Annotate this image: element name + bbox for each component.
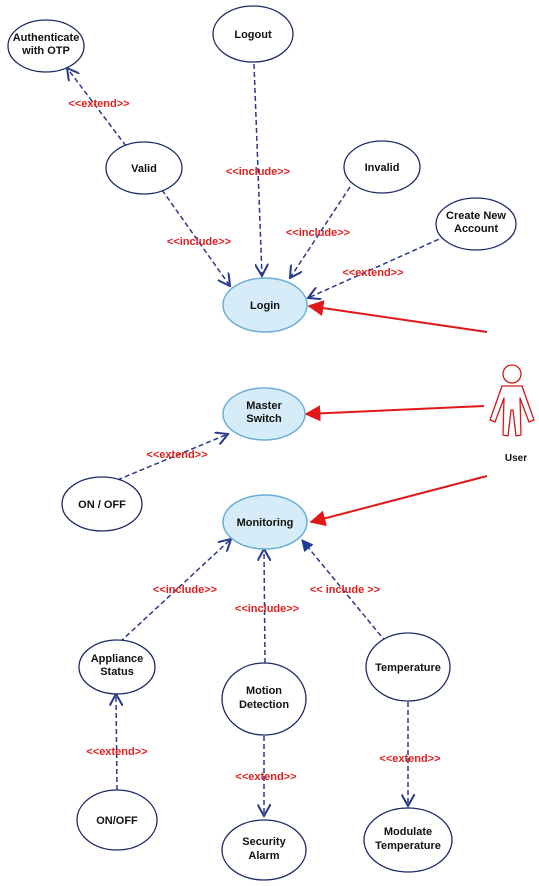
usecase-label-on-off-master: ON / OFF	[78, 499, 126, 511]
label-motion-alarm-extend: <<extend>>	[235, 771, 296, 783]
usecase-on-off-appliance[interactable]	[76, 789, 158, 851]
usecase-label-line: Account	[454, 223, 498, 235]
label-temperature-include: << include >>	[310, 584, 380, 596]
label-temperature-modulate-extend: <<extend>>	[379, 753, 440, 765]
label-appliance-include: <<include>>	[153, 584, 217, 596]
person-icon	[489, 364, 535, 437]
label-appliance-onoff-extend: <<extend>>	[86, 746, 147, 758]
usecase-logout[interactable]	[212, 5, 294, 63]
label-motion-include: <<include>>	[235, 603, 299, 615]
usecase-master-switch[interactable]	[222, 387, 306, 441]
edge-motion-monitoring	[264, 549, 265, 664]
usecase-label-on-off-appliance: ON/OFF	[96, 815, 138, 827]
edge-invalid-login	[290, 186, 351, 278]
label-valid-extend-otp: <<extend>>	[68, 98, 129, 110]
usecase-on-off-master[interactable]	[61, 476, 143, 532]
usecase-label-logout: Logout	[234, 29, 272, 41]
label-logout-include: <<include>>	[226, 166, 290, 178]
usecase-label-line: Switch	[246, 413, 282, 425]
usecase-label-line: Detection	[239, 699, 289, 711]
usecase-label-invalid: Invalid	[365, 162, 400, 174]
usecase-motion-detection[interactable]	[221, 662, 307, 736]
usecase-temperature[interactable]	[365, 632, 451, 702]
edge-temperature-monitoring	[301, 539, 387, 643]
edge-appliance-monitoring	[119, 539, 231, 643]
usecase-label-line: Alarm	[248, 850, 279, 862]
usecase-label-line: Create New	[446, 210, 506, 222]
usecase-label-line: Motion	[246, 685, 282, 697]
actor-user[interactable]: User	[489, 364, 535, 464]
association-user-master-switch	[304, 405, 485, 422]
association-user-monitoring	[309, 475, 488, 527]
usecase-label-line: Temperature	[375, 840, 441, 852]
edge-logout-login	[253, 63, 262, 276]
actor-label: User	[505, 453, 527, 464]
usecase-label-line: Appliance	[91, 653, 144, 665]
edge-valid-otp	[67, 68, 127, 147]
label-valid-include: <<include>>	[167, 236, 231, 248]
usecase-label-login: Login	[250, 300, 280, 312]
usecase-monitoring[interactable]	[222, 494, 308, 550]
usecase-label-line: with OTP	[21, 45, 70, 57]
usecase-modulate-temperature[interactable]	[363, 807, 453, 873]
usecase-login[interactable]	[222, 277, 308, 333]
usecase-label-line: Modulate	[384, 826, 432, 838]
usecase-appliance-status[interactable]	[78, 639, 156, 695]
usecase-label-line: Master	[246, 400, 282, 412]
usecase-security-alarm[interactable]	[221, 819, 307, 881]
label-onoff-extend-master: <<extend>>	[146, 449, 207, 461]
usecase-label-temperature: Temperature	[375, 662, 441, 674]
usecase-label-line: Authenticate	[13, 32, 80, 44]
edge-create-login	[308, 235, 447, 298]
usecase-invalid[interactable]	[343, 140, 421, 194]
usecase-label-line: Status	[100, 666, 134, 678]
usecase-label-line: Security	[242, 836, 286, 848]
usecase-valid[interactable]	[105, 141, 183, 195]
label-invalid-include: <<include>>	[286, 227, 350, 239]
edge-valid-login	[161, 189, 230, 286]
label-create-extend: <<extend>>	[342, 267, 403, 279]
usecase-label-monitoring: Monitoring	[237, 517, 294, 529]
usecase-create-new-account[interactable]	[435, 197, 517, 251]
edge-appliance-onoff	[116, 694, 117, 791]
edge-onoff-master	[109, 434, 228, 484]
usecase-label-valid: Valid	[131, 163, 157, 175]
association-user-login	[307, 300, 488, 333]
usecase-authenticate-with-otp[interactable]	[7, 19, 85, 73]
